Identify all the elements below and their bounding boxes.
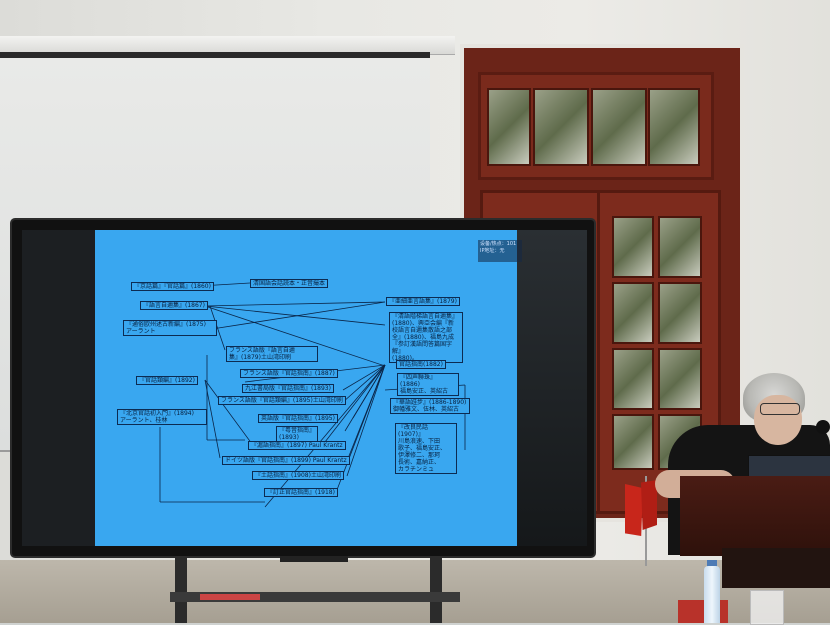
box-line: 全』(1880)、福島九成 — [392, 334, 454, 341]
diagram-box: 『粤音指南』 (1893) — [276, 426, 318, 442]
diagram-connectors — [159, 282, 466, 508]
door-glass — [612, 282, 654, 344]
diagram-box: 『訂正官話指南』(1918) — [264, 488, 338, 497]
podium-base — [722, 548, 830, 588]
diagram-box: 『語言自邇集』(1867) — [140, 301, 208, 310]
diagram-box: 『滬語指南』(1897) Paul Krantz — [248, 441, 346, 450]
box-line: 集』(1879)土山湾印刷 — [229, 354, 291, 361]
box-line: 歌子、福島安正、 — [398, 445, 447, 452]
box-line: アーラント — [126, 328, 156, 335]
diagram-box: 九江書局版『官話指南』(1893) — [242, 384, 334, 393]
diagram-box: 英語版『官話指南』(1895) — [258, 414, 338, 423]
diagram-box: 『清語階梯語言自邇集』 (1880)、興亞会編『新 校語言自邇集散語之部 全』(… — [389, 312, 463, 363]
diagram-box: 『四声聯珠』 (1886) 福島安正、英紹古 — [397, 373, 459, 396]
glass-cup — [750, 590, 784, 625]
diagram-box: 『華語跬步』(1886-1890) 御幡雅文、伍林、英紹古 — [390, 398, 470, 414]
box-line: (1880)。 — [392, 355, 418, 362]
slide-dark-margin — [517, 230, 587, 546]
box-line: 『北京官話初入門』(1894) — [120, 410, 194, 417]
box-line: 『華語跬步』(1886-1890) — [393, 399, 467, 406]
diagram-box: 『亜細亜言語集』(1879) — [386, 297, 460, 306]
red-box — [678, 600, 728, 623]
eyeglasses — [760, 403, 800, 415]
diagram-box: 『改良民話 (1907)』 川島浪速、下田 歌子、福島安正、 伊澤修二、那珂 長… — [395, 423, 457, 474]
box-line: (1880)、興亞会編『新 — [392, 320, 454, 327]
box-line: 『清語階梯語言自邇集』 — [392, 313, 459, 320]
box-line: 『改良民話 — [398, 424, 429, 431]
door-glass — [612, 348, 654, 410]
window-pane — [533, 88, 589, 166]
box-line: 伊澤修二、那珂 — [398, 452, 441, 459]
tv-stand-leg — [430, 556, 442, 623]
door-glass — [658, 282, 702, 344]
box-line: 福島安正、英紹古 — [400, 388, 449, 395]
box-line: 『参訂漢語問答篇国字解』 — [392, 341, 453, 355]
diagram-box: 清国語会話読本・正音撮本 — [250, 279, 329, 288]
water-bottle — [704, 566, 720, 623]
bottle-cap — [707, 560, 717, 568]
door-glass — [658, 216, 702, 278]
door-glass — [658, 348, 702, 410]
box-line: 『四声聯珠』 — [400, 374, 437, 381]
diagram-box: 『土話指南』(1908)土山湾印刷 — [252, 471, 344, 480]
diagram-box: 『北京官話初入門』(1894) アーラント、桂林 — [117, 409, 207, 425]
box-line: (1886) — [400, 381, 420, 388]
tv-foot — [280, 556, 348, 562]
box-line: 長術、嘉納正、 — [398, 459, 441, 466]
box-line: (1893) — [279, 434, 299, 441]
window-pane — [648, 88, 700, 166]
box-line: 『通俗欧州述古新編』(1875) — [126, 321, 206, 328]
door-glass — [612, 216, 654, 278]
diagram-box: 官話指南(1882) — [396, 360, 446, 369]
box-line: 『粤音指南』 — [279, 427, 316, 434]
box-line: カラチンミュ — [398, 466, 435, 473]
diagram-box: フランス語版『語言自邇 集』(1879)土山湾印刷 — [226, 346, 318, 362]
window-pane — [487, 88, 531, 166]
box-line: フランス語版『語言自邇 — [229, 347, 295, 354]
box-line: 校語言自邇集散語之部 — [392, 327, 453, 334]
diagram-box: 『通俗欧州述古新編』(1875) アーラント — [123, 320, 217, 336]
diagram-box: フランス語版『官話類編』(1895)土山湾印刷 — [218, 396, 346, 405]
box-line: (1907)』 — [398, 431, 424, 438]
podium — [680, 476, 830, 556]
door-glass — [612, 414, 654, 470]
box-line: 川島浪速、下田 — [398, 438, 441, 445]
tv-stand-leg — [175, 556, 187, 623]
diagram-box: ドイツ語版『官話指南』(1899) Paul Krantz — [222, 456, 350, 465]
box-line: 御幡雅文、伍林、英紹古 — [393, 406, 460, 413]
hud-line: IP地址：无 — [480, 248, 505, 254]
red-flag — [625, 484, 643, 536]
microphone — [816, 420, 830, 434]
diagram-box: フランス語版『官話指南』(1887) — [240, 369, 338, 378]
power-strip — [200, 594, 260, 600]
diagram-box: 『官話類編』(1892) — [136, 376, 198, 385]
device-info-overlay: 设备/热点：101 IP地址：无 — [478, 240, 522, 262]
window-pane — [591, 88, 647, 166]
diagram-box: 『京話篇』『官話篇』(1860) — [131, 282, 214, 291]
red-flag — [641, 480, 657, 530]
tv-stand-shelf — [170, 592, 460, 602]
hud-line: 设备/热点：101 — [480, 241, 517, 247]
box-line: アーラント、桂林 — [120, 417, 168, 424]
